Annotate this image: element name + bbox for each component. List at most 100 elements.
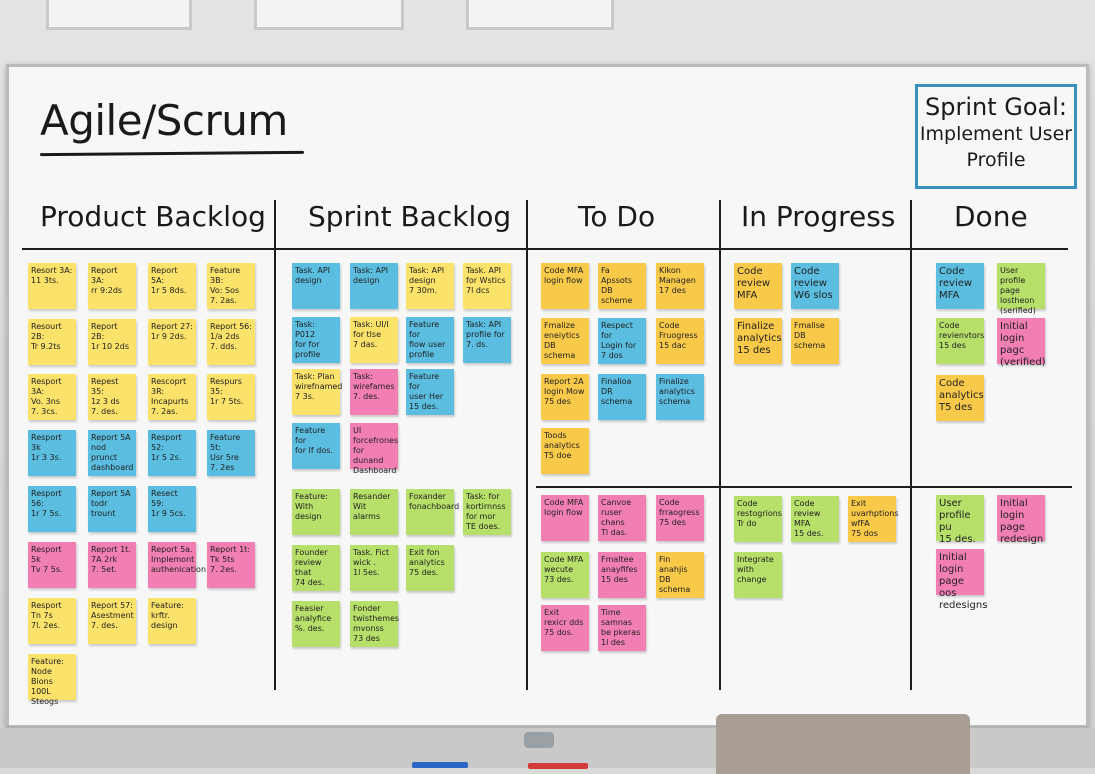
sticky-note-sprint-backlog[interactable]: Task: API design 7 30m. bbox=[406, 263, 454, 309]
red-marker[interactable] bbox=[528, 763, 588, 769]
sticky-note-product-backlog[interactable]: Feature: Node Bions 100L Steogs bbox=[28, 654, 76, 706]
sticky-note-in-progress[interactable]: Code restogrions Tr do bbox=[734, 496, 782, 542]
sticky-note-product-backlog[interactable]: Respurs 35: 1r 7 5ts. bbox=[207, 374, 255, 420]
sticky-note-product-backlog[interactable]: Resport 3k 1r 3 3s. bbox=[28, 430, 76, 476]
sticky-note-product-backlog[interactable]: Resourt 2B: Tr 9.2ts bbox=[28, 319, 76, 365]
blue-marker[interactable] bbox=[412, 762, 468, 768]
sticky-note-in-progress[interactable]: Integrate with change bbox=[734, 552, 782, 598]
sticky-note-done[interactable]: Initial login page oos redesigns bbox=[936, 549, 987, 611]
sticky-note-sprint-backlog[interactable]: Feature for fiow user profile bbox=[406, 317, 454, 363]
sticky-note-sprint-backlog[interactable]: Foxander fonachboard bbox=[406, 489, 459, 535]
sticky-note-product-backlog[interactable]: Report 56: 1/a 2ds 7. dds. bbox=[207, 319, 255, 365]
sticky-note-product-backlog[interactable]: Repest 35: 1z 3 ds 7. des. bbox=[88, 374, 136, 420]
sticky-note-text: Resport 56: 1r 7 5s. bbox=[31, 489, 62, 518]
sticky-note-to-do[interactable]: Exit rexicr dds 75 dos. bbox=[541, 605, 589, 651]
sticky-note-to-do[interactable]: Code Fruogress 15 dac bbox=[656, 318, 704, 364]
sticky-note-sprint-backlog[interactable]: UI forcefrones for dunand Dashboard bbox=[350, 423, 398, 475]
sticky-note-text: Report 5a. Implemont authenication bbox=[151, 545, 207, 574]
sticky-note-product-backlog[interactable]: Report 2B: 1r 10 2ds bbox=[88, 319, 136, 365]
sticky-note-in-progress[interactable]: Code review MFA 15 des. bbox=[791, 496, 839, 542]
sticky-note-to-do[interactable]: Report 2A login Mow 75 des bbox=[541, 374, 589, 420]
wall-frame-right bbox=[466, 0, 614, 30]
sticky-note-sprint-backlog[interactable]: Task. API for Wstics 7l dcs bbox=[463, 263, 511, 309]
sticky-note-product-backlog[interactable]: Feature: krftr. design bbox=[148, 598, 196, 644]
sticky-note-product-backlog[interactable]: Resport Tn 7s 7l. 2es. bbox=[28, 598, 76, 644]
sticky-note-text: Toods analytics T5 doe bbox=[544, 431, 580, 460]
sticky-note-product-backlog[interactable]: Resport 52: 1r 5 2s. bbox=[148, 430, 196, 476]
sticky-note-sprint-backlog[interactable]: Task: P012 for for profile bbox=[292, 317, 340, 363]
sticky-note-sprint-backlog[interactable]: Founder review that 74 des. bbox=[292, 545, 340, 591]
sticky-note-to-do[interactable]: Fin anahjis DB schema bbox=[656, 552, 704, 598]
sticky-note-sprint-backlog[interactable]: Task: API profile for 7. ds. bbox=[463, 317, 511, 363]
sticky-note-product-backlog[interactable]: Resport 5k Tv 7 5s. bbox=[28, 542, 76, 588]
sticky-note-text: Feature for user Her 15 des. bbox=[409, 372, 444, 411]
sticky-note-to-do[interactable]: Time samnas be pkeras 1l des bbox=[598, 605, 646, 651]
sticky-note-sprint-backlog[interactable]: Task: for kortirnnss for mor TE does. bbox=[463, 489, 511, 535]
sticky-note-to-do[interactable]: Code MFA wecute 73 des. bbox=[541, 552, 589, 598]
sticky-note-sprint-backlog[interactable]: Feasier analyfice %. des. bbox=[292, 601, 340, 647]
sticky-note-sprint-backlog[interactable]: Feature: With design bbox=[292, 489, 340, 535]
sticky-note-to-do[interactable]: Fmalize eneiytics DB schema bbox=[541, 318, 589, 364]
sticky-note-sprint-backlog[interactable]: Feature for for If dos. bbox=[292, 423, 340, 469]
sticky-note-to-do[interactable]: Code MFA login flow bbox=[541, 495, 589, 541]
sticky-note-done[interactable]: Initial login page redesign bbox=[997, 495, 1045, 545]
sticky-note-product-backlog[interactable]: Report 5A nod prunct dashboard bbox=[88, 430, 136, 476]
sticky-note-in-progress[interactable]: Finalize analytics 15 des bbox=[734, 318, 782, 364]
sticky-note-done[interactable]: User profile page lostheon (serified) bbox=[997, 263, 1045, 315]
sticky-note-sprint-backlog[interactable]: Task. API design bbox=[292, 263, 340, 309]
sticky-note-to-do[interactable]: Code frraogress 75 des bbox=[656, 495, 704, 541]
sticky-note-sprint-backlog[interactable]: Fonder twisthemes mvonss 73 des bbox=[350, 601, 400, 647]
sticky-note-product-backlog[interactable]: Resport 56: 1r 7 5s. bbox=[28, 486, 76, 532]
sticky-note-sprint-backlog[interactable]: Exit fon analytics 75 des. bbox=[406, 545, 454, 591]
sticky-note-product-backlog[interactable]: Resort 3A: 11 3ts. bbox=[28, 263, 76, 309]
sticky-note-sprint-backlog[interactable]: Task: wirefames 7. des. bbox=[350, 369, 398, 415]
sticky-note-in-progress[interactable]: Fmalise DB schema bbox=[791, 318, 839, 364]
sticky-note-product-backlog[interactable]: Report 5a. Implemont authenication bbox=[148, 542, 207, 588]
sticky-note-sprint-backlog[interactable]: Task: Plan wirefnamed 7 3s. bbox=[292, 369, 342, 415]
sticky-note-product-backlog[interactable]: Report 5A: 1r 5 8ds. bbox=[148, 263, 196, 309]
wall-frame-left bbox=[46, 0, 192, 30]
sticky-note-to-do[interactable]: Finalize analytics schema bbox=[656, 374, 704, 420]
sticky-note-text: Fonder twisthemes mvonss 73 des bbox=[353, 604, 400, 643]
sticky-note-to-do[interactable]: Finalioa DR schema bbox=[598, 374, 646, 420]
sticky-note-sprint-backlog[interactable]: Resander Wit alarms bbox=[350, 489, 398, 535]
sticky-note-in-progress[interactable]: Exit uvarhptions wfFA 75 dos bbox=[848, 496, 899, 542]
sticky-note-to-do[interactable]: Fmaltee anayfifes 15 des bbox=[598, 552, 646, 598]
sticky-note-done[interactable]: User profile pu 15 des. bbox=[936, 495, 984, 545]
sticky-note-sprint-backlog[interactable]: Task: API design bbox=[350, 263, 398, 309]
column-header-sprint-backlog: Sprint Backlog bbox=[308, 200, 512, 233]
sticky-note-sprint-backlog[interactable]: Feature for user Her 15 des. bbox=[406, 369, 454, 415]
sticky-note-product-backlog[interactable]: Rescoprt 3R: Incapurts 7. 2as. bbox=[148, 374, 196, 420]
sticky-note-in-progress[interactable]: Code review MFA bbox=[734, 263, 782, 309]
sticky-note-sprint-backlog[interactable]: Task. Fict wick . 1l 5es. bbox=[350, 545, 398, 591]
sticky-note-product-backlog[interactable]: Resect 59: 1r 9 5cs. bbox=[148, 486, 196, 532]
sticky-note-done[interactable]: Code revienvtors 15 des bbox=[936, 318, 984, 364]
sticky-note-to-do[interactable]: Fa Apssots DB scheme bbox=[598, 263, 646, 309]
sticky-note-sprint-backlog[interactable]: Task: UI/I for tlse 7 das. bbox=[350, 317, 398, 363]
sticky-note-to-do[interactable]: Canvoe ruser chans Tl das. bbox=[598, 495, 646, 541]
sprint-goal-box: Sprint Goal: Implement User Profile bbox=[915, 84, 1077, 189]
sticky-note-product-backlog[interactable]: Report 5A todr trount bbox=[88, 486, 136, 532]
sticky-note-done[interactable]: Code analytics T5 des bbox=[936, 375, 984, 421]
sticky-note-product-backlog[interactable]: Report 1t. 7A 2rk 7. 5et. bbox=[88, 542, 136, 588]
sticky-note-text: Resport 3k 1r 3 3s. bbox=[31, 433, 62, 462]
sticky-note-product-backlog[interactable]: Report 57: Asestment 7. des. bbox=[88, 598, 136, 644]
sticky-note-text: Report 1t: Tk 5ts 7. 2es. bbox=[210, 545, 250, 574]
sticky-note-product-backlog[interactable]: Feature 5t: Usr 5re 7. 2es bbox=[207, 430, 255, 476]
sticky-note-product-backlog[interactable]: Report 27: 1r 9 2ds. bbox=[148, 319, 196, 365]
sticky-note-product-backlog[interactable]: Report 1t: Tk 5ts 7. 2es. bbox=[207, 542, 255, 588]
sticky-note-product-backlog[interactable]: Report 3A: rr 9:2ds bbox=[88, 263, 136, 309]
sticky-note-to-do[interactable]: Kikon Managen 17 des bbox=[656, 263, 704, 309]
sticky-note-product-backlog[interactable]: Resport 3A: Vo. 3ns 7. 3cs. bbox=[28, 374, 76, 420]
sticky-note-done[interactable]: Initial login pagc (verified) bbox=[997, 318, 1046, 368]
board-title: Agile/Scrum bbox=[40, 96, 288, 145]
sticky-note-text: Kikon Managen 17 des bbox=[659, 266, 696, 295]
sticky-note-in-progress[interactable]: Code review W6 slos bbox=[791, 263, 839, 309]
sticky-note-product-backlog[interactable]: Feature 3B: Vo: Sos 7. 2as. bbox=[207, 263, 255, 309]
sticky-note-done[interactable]: Code review MFA bbox=[936, 263, 984, 309]
sticky-note-text: Canvoe ruser chans Tl das. bbox=[601, 498, 632, 537]
sticky-note-to-do[interactable]: Respect for Login for 7 dos bbox=[598, 318, 646, 364]
sticky-note-to-do[interactable]: Toods analytics T5 doe bbox=[541, 428, 589, 474]
sticky-note-text: Exit fon analytics 75 des. bbox=[409, 548, 445, 577]
sticky-note-to-do[interactable]: Code MFA login flow bbox=[541, 263, 589, 309]
